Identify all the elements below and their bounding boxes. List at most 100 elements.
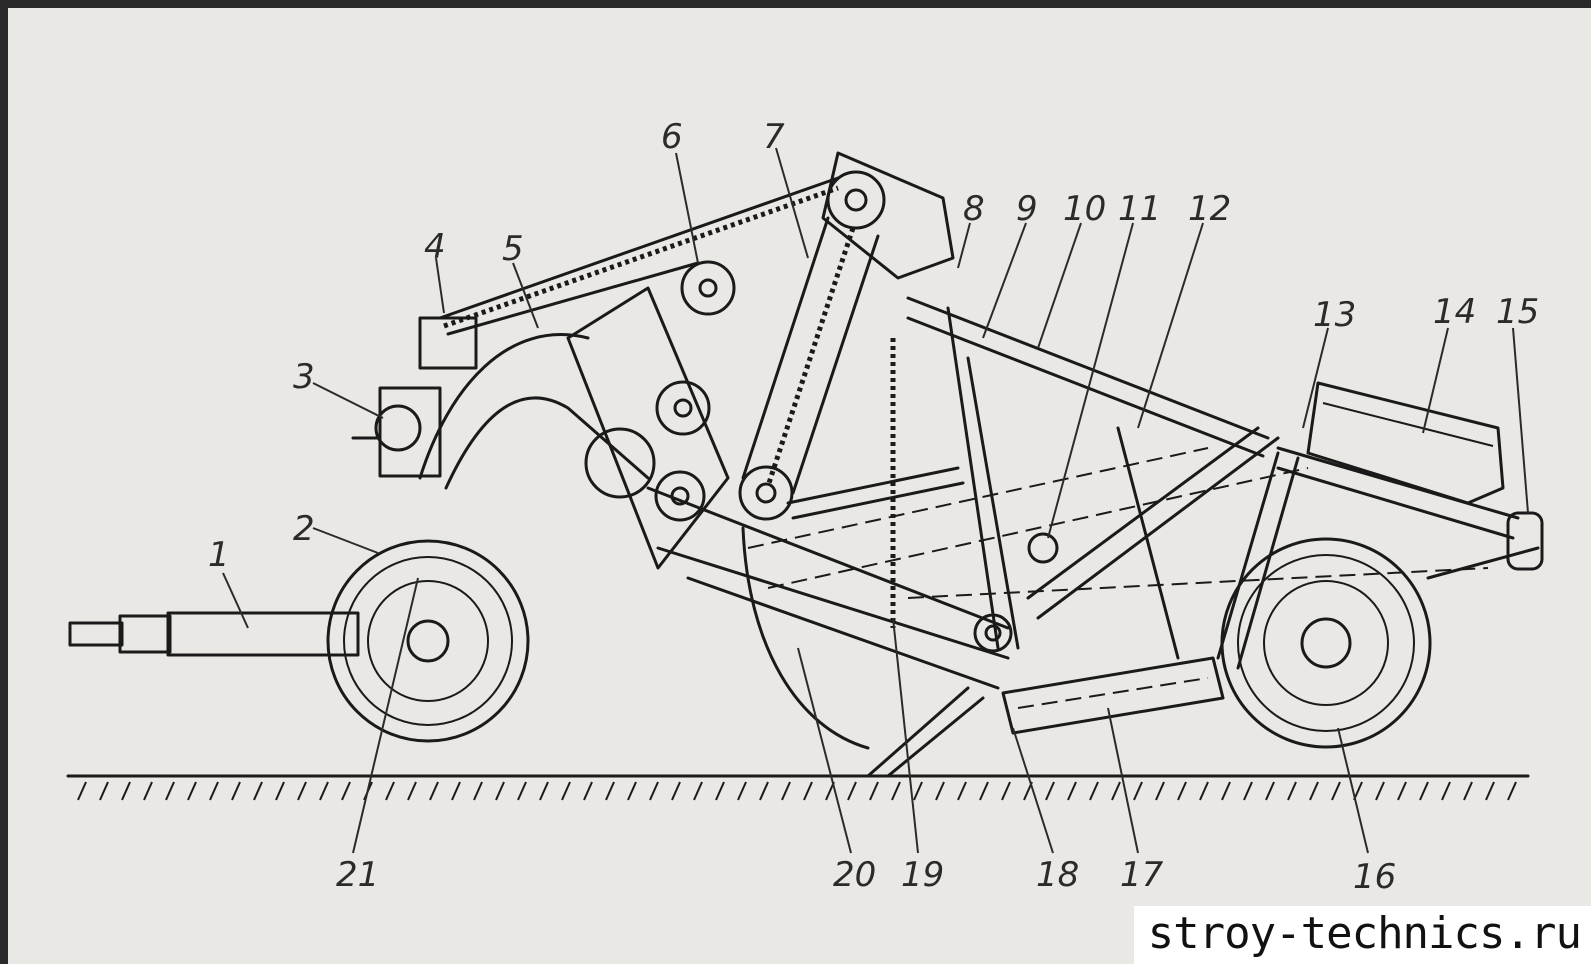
ground-hatch [297, 781, 307, 801]
pulleys [584, 260, 794, 522]
callout-13: 13 [1313, 295, 1356, 335]
ground-hatch [935, 781, 945, 801]
ground-hatch [121, 781, 131, 801]
ground-hatch [737, 781, 747, 801]
bucket-arc [741, 526, 985, 778]
ground-hatch [231, 781, 241, 801]
ground-hatch [451, 781, 461, 801]
ground-hatch [1243, 781, 1253, 801]
callout-14: 14 [1433, 292, 1476, 332]
ground-hatch [627, 781, 637, 801]
ground-hatch [539, 781, 549, 801]
ground-hatch [1309, 781, 1319, 801]
ground-hatch [385, 781, 395, 801]
callout-17: 17 [1120, 855, 1164, 895]
ground-hatch [77, 781, 87, 801]
ground-hatch [1001, 781, 1011, 801]
ground-hatch [517, 781, 527, 801]
bowl-frame [566, 286, 1489, 690]
callout-9: 9 [1016, 189, 1038, 229]
ground-hatch [1441, 781, 1451, 801]
callout-4: 4 [424, 227, 446, 267]
callout-8: 8 [963, 189, 985, 229]
callout-18: 18 [1036, 855, 1079, 895]
ground-hatch [1067, 781, 1077, 801]
elevator [741, 216, 896, 628]
front-wheel [326, 539, 530, 743]
top-bracket [821, 151, 955, 280]
ground-hatch [891, 781, 901, 801]
ground-hatch [781, 781, 791, 801]
watermark: stroy-technics.ru [1133, 906, 1591, 964]
ground-hatch [1133, 781, 1143, 801]
ground-hatch [605, 781, 615, 801]
hydraulic-cylinder [786, 466, 1059, 653]
rear-beam [1001, 656, 1225, 735]
drawbar [68, 611, 360, 657]
ground [66, 774, 1530, 801]
ground-hatch [253, 781, 263, 801]
ground-hatch [209, 781, 219, 801]
ground-hatch [561, 781, 571, 801]
ground-hatch [187, 781, 197, 801]
ground-hatch [759, 781, 769, 801]
ground-hatch [1199, 781, 1209, 801]
ground-hatch [913, 781, 923, 801]
ground-hatch [165, 781, 175, 801]
gooseneck [351, 316, 650, 490]
ground-hatch [407, 781, 417, 801]
callout-7: 7 [763, 117, 785, 157]
ground-hatch [1089, 781, 1099, 801]
callout-12: 12 [1188, 189, 1231, 229]
callout-2: 2 [293, 509, 315, 549]
ground-hatch [1287, 781, 1297, 801]
main-cable [438, 176, 840, 336]
ground-hatch [803, 781, 813, 801]
ground-hatch [957, 781, 967, 801]
ground-hatch [1419, 781, 1429, 801]
ground-hatch [1155, 781, 1165, 801]
ground-hatch [1331, 781, 1341, 801]
ground-hatch [1265, 781, 1275, 801]
ground-hatch [583, 781, 593, 801]
ground-hatch [979, 781, 989, 801]
ground-hatch [649, 781, 659, 801]
ground-hatch [143, 781, 153, 801]
scraper-diagram: 1 2 3 4 5 6 7 8 9 10 11 12 13 14 15 16 1… [66, 117, 1544, 897]
callout-15: 15 [1496, 292, 1539, 332]
callout-1: 1 [208, 535, 230, 575]
ground-hatch [1397, 781, 1407, 801]
callout-labels: 1 2 3 4 5 6 7 8 9 10 11 12 13 14 15 16 1… [208, 117, 1539, 897]
drawing-sheet: 1 2 3 4 5 6 7 8 9 10 11 12 13 14 15 16 1… [8, 8, 1591, 964]
ground-hatch [1485, 781, 1495, 801]
rear-wheel [1220, 537, 1432, 749]
ground-hatch [715, 781, 725, 801]
callout-11: 11 [1118, 189, 1161, 229]
ground-hatch [429, 781, 439, 801]
callout-leaders [222, 147, 1529, 854]
ground-hatch [847, 781, 857, 801]
ground-hatch [671, 781, 681, 801]
ground-hatch [473, 781, 483, 801]
ground-hatch [869, 781, 879, 801]
ground-hatch [495, 781, 505, 801]
ground-hatch [1463, 781, 1473, 801]
callout-20: 20 [833, 855, 876, 895]
ground-hatch [1221, 781, 1231, 801]
callout-21: 21 [336, 855, 379, 895]
ground-hatch [341, 781, 351, 801]
ground-hatch [1507, 781, 1517, 801]
ground-hatch [99, 781, 109, 801]
callout-5: 5 [502, 229, 524, 269]
engine-box [1306, 381, 1505, 505]
ground-hatch [1375, 781, 1385, 801]
callout-6: 6 [661, 117, 683, 157]
ground-hatch [319, 781, 329, 801]
callout-3: 3 [293, 357, 315, 397]
callout-16: 16 [1353, 857, 1396, 897]
ground-hatch [275, 781, 285, 801]
callout-19: 19 [901, 855, 944, 895]
rear-frame [1216, 446, 1544, 670]
callout-10: 10 [1063, 189, 1106, 229]
